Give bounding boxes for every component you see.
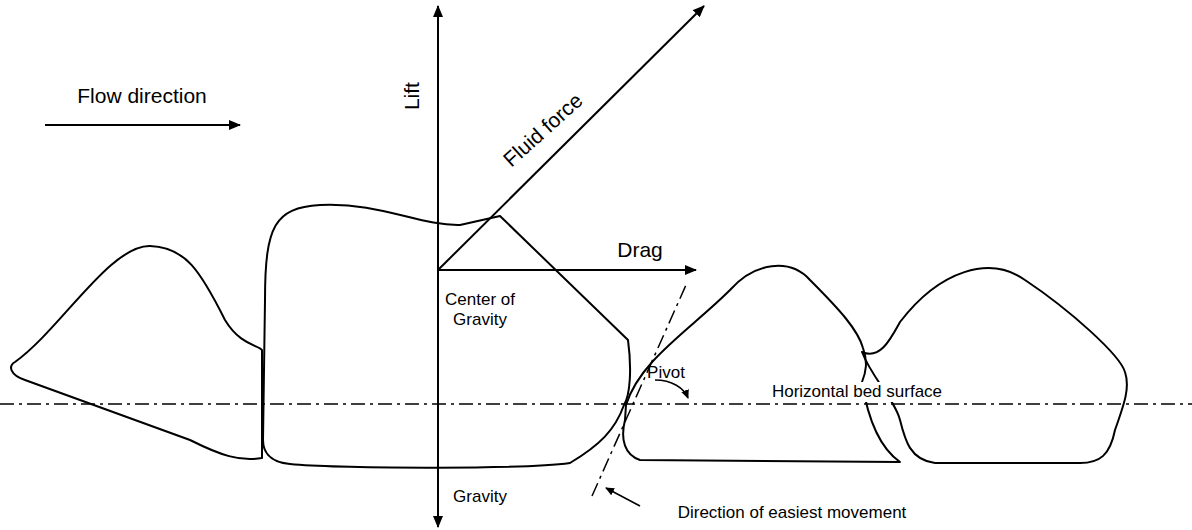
lift-arrow [437, 6, 439, 270]
right-particle [623, 266, 900, 462]
easiest-movement-line [592, 285, 686, 496]
surface-label: Horizontal bed surface [769, 382, 945, 402]
main-particle [263, 205, 630, 468]
flow-label: Flow direction [77, 84, 207, 108]
pivot-label: Pivot [647, 363, 685, 383]
force-label: Lift [400, 82, 424, 110]
right-particle [862, 268, 1127, 463]
left-particle [11, 246, 262, 459]
force-label: Fluid force [498, 88, 587, 172]
bed-surface-line [0, 403, 1192, 405]
force-label: Gravity [453, 487, 507, 507]
pivot-arc [655, 380, 688, 398]
fluid-force-arrow [438, 6, 704, 270]
drag-arrow [438, 269, 696, 271]
gravity-arrow [437, 270, 439, 527]
force-label: Drag [617, 238, 663, 262]
direction-label: Direction of easiest movement [678, 503, 907, 523]
leader-arrow [606, 488, 640, 506]
flow-arrow [45, 124, 240, 126]
point-label: Center of Gravity [432, 290, 528, 329]
